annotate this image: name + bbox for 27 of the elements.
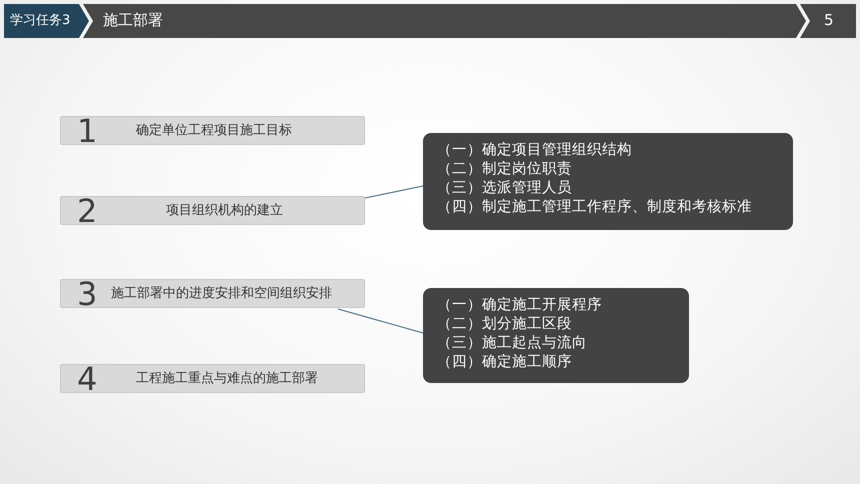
list-box bbox=[423, 133, 793, 230]
list-box bbox=[423, 288, 689, 383]
step-number: 4 bbox=[77, 359, 98, 399]
step-box bbox=[60, 196, 365, 225]
step-title: 项目组织机构的建立 bbox=[166, 202, 283, 220]
list-item: （四）确定施工顺序 bbox=[437, 353, 572, 372]
list-item: （一）确定施工开展程序 bbox=[437, 296, 602, 315]
step-number: 1 bbox=[77, 111, 98, 151]
step-number: 3 bbox=[77, 274, 98, 314]
list-item: （二）划分施工区段 bbox=[437, 315, 572, 334]
list-item: （三）选派管理人员 bbox=[437, 179, 572, 198]
step-title: 施工部署中的进度安排和空间组织安排 bbox=[111, 285, 332, 303]
list-item: （一）确定项目管理组织结构 bbox=[437, 141, 632, 160]
step-box bbox=[60, 364, 365, 393]
page-number: 5 bbox=[824, 11, 834, 30]
step-title: 确定单位工程项目施工目标 bbox=[136, 122, 292, 140]
connector-line bbox=[364, 186, 424, 198]
list-item: （三）施工起点与流向 bbox=[437, 334, 587, 353]
connector-line bbox=[338, 308, 424, 334]
list-item: （二）制定岗位职责 bbox=[437, 160, 572, 179]
step-box bbox=[60, 279, 365, 308]
list-item: （四）制定施工管理工作程序、制度和考核标准 bbox=[437, 198, 752, 217]
step-title: 工程施工重点与难点的施工部署 bbox=[136, 370, 318, 388]
step-number: 2 bbox=[77, 191, 98, 231]
task-label: 学习任务3 bbox=[10, 12, 70, 29]
step-box bbox=[60, 116, 365, 145]
header-title: 施工部署 bbox=[103, 11, 163, 30]
